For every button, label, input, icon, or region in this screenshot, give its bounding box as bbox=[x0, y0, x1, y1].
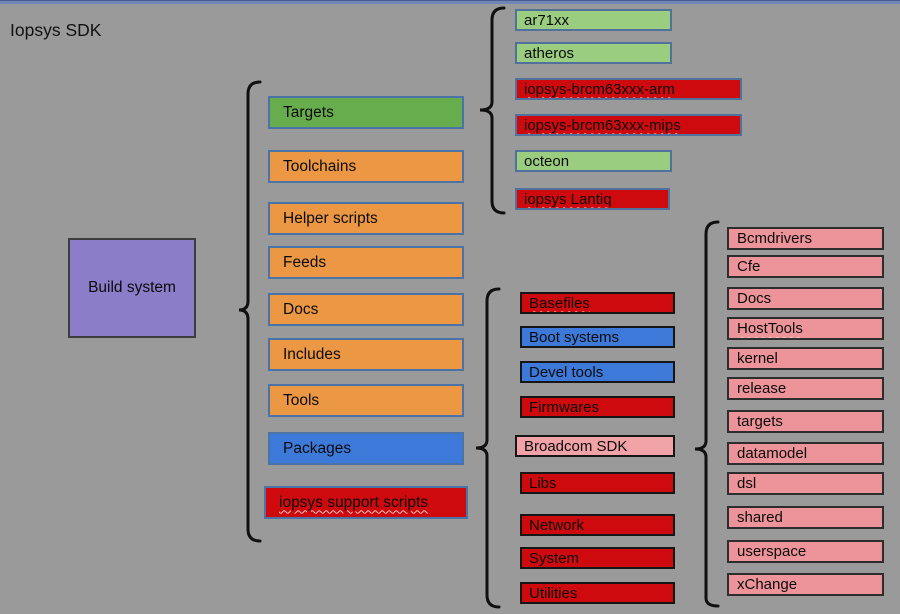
node-tools: Tools bbox=[268, 384, 464, 417]
diagram-title: Iopsys SDK bbox=[10, 20, 102, 40]
node-atheros: atheros bbox=[515, 42, 672, 64]
node-docs: Docs bbox=[268, 293, 464, 326]
node-includes: Includes bbox=[268, 338, 464, 371]
node-octeon: octeon bbox=[515, 150, 672, 172]
node-libs: Libs bbox=[520, 472, 675, 494]
node-utilities: Utilities bbox=[520, 582, 675, 604]
brace-build-system-group bbox=[238, 80, 262, 543]
node-devel-tools: Devel tools bbox=[520, 361, 675, 383]
node-cfe: Cfe bbox=[727, 255, 884, 278]
node-dsl: dsl bbox=[727, 472, 884, 495]
window-top-edge bbox=[0, 0, 900, 4]
node-feeds: Feeds bbox=[268, 246, 464, 279]
node-sdk-targets: targets bbox=[727, 410, 884, 433]
node-iopsys-brcm63xxx-mips: iopsys-brcm63xxx-mips bbox=[515, 114, 742, 136]
node-ar71xx: ar71xx bbox=[515, 9, 672, 31]
node-basefiles: Basefiles bbox=[520, 292, 675, 314]
brace-targets-group bbox=[479, 6, 506, 215]
brace-packages-group bbox=[475, 287, 501, 609]
brace-broadcom-group bbox=[694, 220, 720, 608]
node-packages: Packages bbox=[268, 432, 464, 465]
node-datamodel: datamodel bbox=[727, 442, 884, 465]
node-build-system: Build system bbox=[68, 238, 196, 338]
node-firmwares: Firmwares bbox=[520, 396, 675, 418]
node-kernel: kernel bbox=[727, 347, 884, 370]
node-network: Network bbox=[520, 514, 675, 536]
node-userspace: userspace bbox=[727, 540, 884, 563]
node-helper-scripts: Helper scripts bbox=[268, 202, 464, 235]
node-iopsys-lantiq: iopsys Lantiq bbox=[515, 188, 670, 210]
node-iopsys-brcm63xxx-arm: iopsys-brcm63xxx-arm bbox=[515, 78, 742, 100]
node-system: System bbox=[520, 547, 675, 569]
node-iopsys-support-scripts: iopsys support scripts bbox=[264, 486, 468, 519]
node-shared: shared bbox=[727, 506, 884, 529]
node-release: release bbox=[727, 377, 884, 400]
node-xchange: xChange bbox=[727, 573, 884, 596]
node-hosttools: HostTools bbox=[727, 317, 884, 340]
node-broadcom-sdk: Broadcom SDK bbox=[515, 435, 675, 457]
node-bcmdrivers: Bcmdrivers bbox=[727, 227, 884, 250]
node-sdk-docs: Docs bbox=[727, 287, 884, 310]
node-toolchains: Toolchains bbox=[268, 150, 464, 183]
node-targets: Targets bbox=[268, 96, 464, 129]
node-boot-systems: Boot systems bbox=[520, 326, 675, 348]
